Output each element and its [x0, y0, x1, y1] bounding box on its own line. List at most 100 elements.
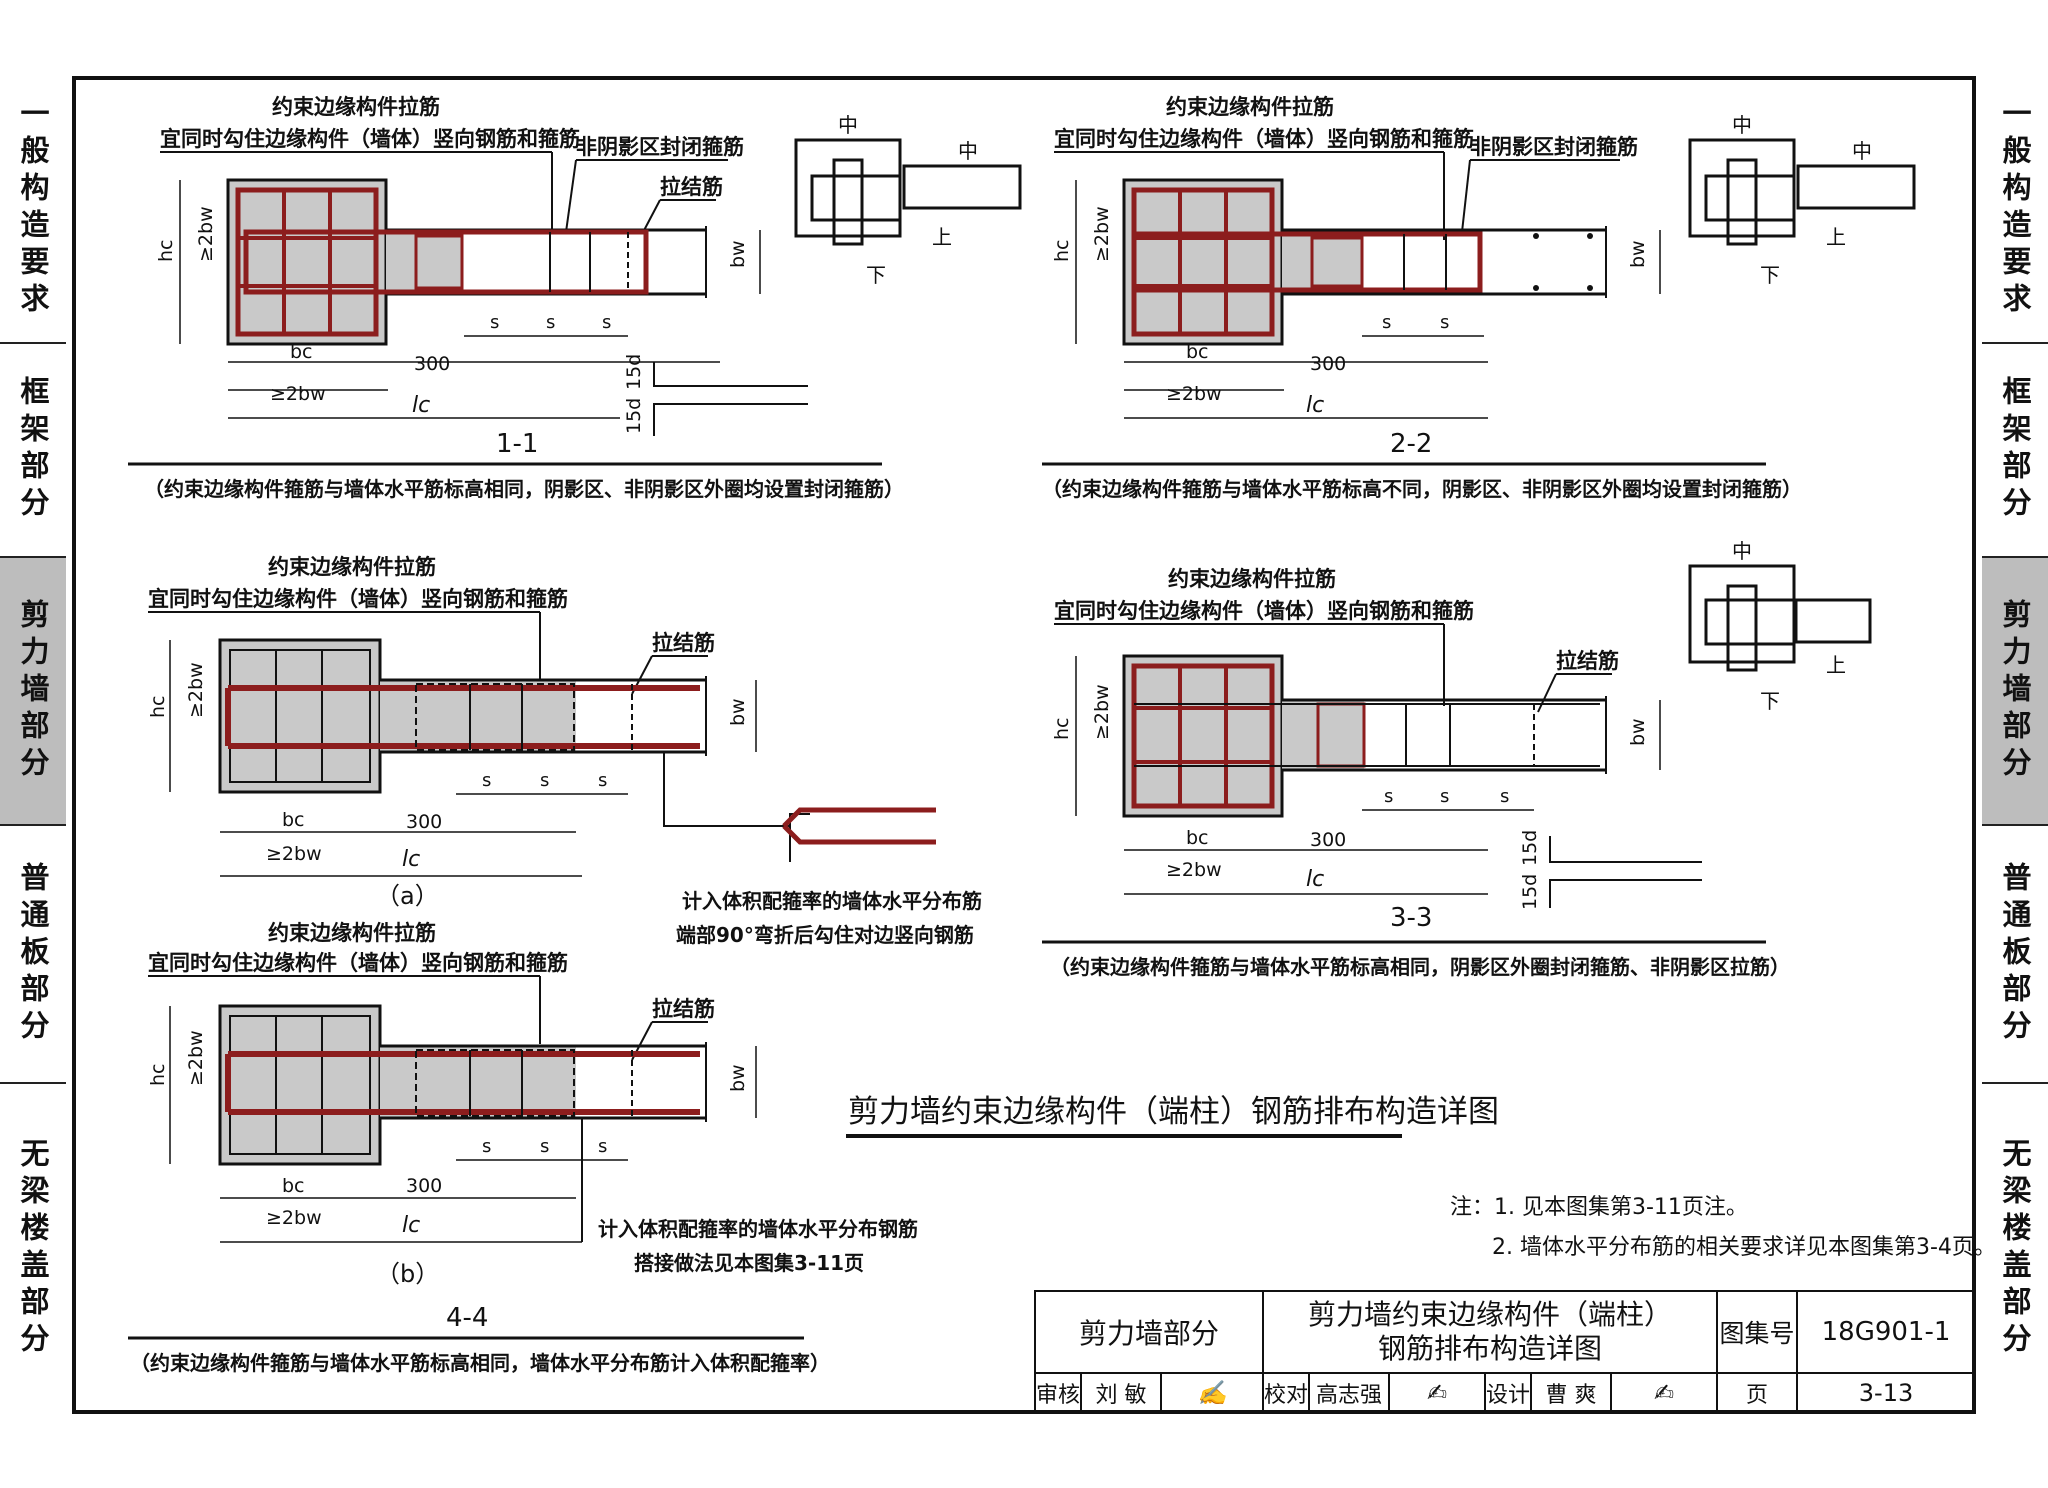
- label-zhong: 中: [958, 139, 978, 163]
- sub-label-a: （a）: [376, 882, 439, 910]
- dim-s: s: [1440, 786, 1449, 807]
- dim-bc: bc: [282, 809, 305, 831]
- tb-atlas-no: 18G901-1: [1796, 1290, 1976, 1374]
- dim-300: 300: [1310, 829, 1346, 851]
- tb-checker-signature: ✍: [1388, 1372, 1486, 1414]
- dim-15d: 15d: [623, 354, 645, 390]
- tab-label: 剪力墙部分: [1998, 598, 2032, 784]
- section-label: 3-3: [1390, 903, 1432, 933]
- right-tab-slab[interactable]: 普通板部分: [1982, 826, 2048, 1084]
- dim-bc: bc: [282, 1175, 305, 1197]
- label-shang: 上: [1826, 653, 1846, 677]
- tb-checker: 高志强: [1308, 1372, 1390, 1414]
- tb-reviewer-signature: ✍: [1160, 1372, 1264, 1414]
- dim-300: 300: [406, 1175, 442, 1197]
- inset-3d-3: [1688, 564, 1872, 672]
- tb-check-label: 校对: [1262, 1372, 1310, 1414]
- dim-s: s: [602, 312, 611, 333]
- tb-section-text: 剪力墙部分: [1078, 1317, 1219, 1350]
- dim-hc: hc: [155, 240, 177, 263]
- dim-2bw: ≥2bw: [195, 206, 217, 262]
- dim-bc: bc: [1186, 341, 1209, 363]
- left-tab-flatslab[interactable]: 无梁楼盖部分: [0, 1084, 66, 1414]
- label-zhong: 中: [1732, 539, 1752, 563]
- nonshadow-stirrup-label: 非阴影区封闭箍筋: [1470, 135, 1638, 159]
- label-xia: 下: [866, 263, 886, 287]
- note-b-line1: 计入体积配箍率的墙体水平分布钢筋: [598, 1217, 918, 1241]
- section-caption: （约束边缘构件箍筋与墙体水平筋标高相同，墙体水平分布筋计入体积配箍率）: [130, 1351, 830, 1375]
- dim-bw: bw: [1627, 240, 1649, 268]
- left-tab-frame[interactable]: 框架部分: [0, 344, 66, 558]
- tab-label: 普通板部分: [1998, 861, 2032, 1047]
- dim-2bw: ≥2bw: [1091, 684, 1113, 740]
- tb-drawing-title: 剪力墙约束边缘构件（端柱） 钢筋排布构造详图: [1262, 1290, 1718, 1374]
- dim-s: s: [1500, 786, 1509, 807]
- dim-hc: hc: [1051, 240, 1073, 263]
- right-tab-shearwall[interactable]: 剪力墙部分: [1982, 558, 2048, 826]
- dim-hc: hc: [1051, 718, 1073, 741]
- tb-reviewer: 刘 敏: [1080, 1372, 1162, 1414]
- dim-s: s: [540, 770, 549, 791]
- section-4-4-b: 约束边缘构件拉筋 宜同时勾住边缘构件（墙体）竖向钢筋和箍筋 拉结筋 hc ≥2b…: [128, 921, 918, 1375]
- dim-2bw-bottom: ≥2bw: [1166, 859, 1222, 881]
- right-tab-flatslab[interactable]: 无梁楼盖部分: [1982, 1084, 2048, 1414]
- dim-lc: lc: [402, 1213, 420, 1238]
- tie-subtitle: 宜同时勾住边缘构件（墙体）竖向钢筋和箍筋: [148, 951, 568, 975]
- inset-3d-2: [1688, 138, 1916, 246]
- note-a-line1: 计入体积配箍率的墙体水平分布筋: [682, 889, 982, 913]
- check-label-text: 校对: [1264, 1383, 1309, 1408]
- tb-designer-signature: ✍: [1610, 1372, 1718, 1414]
- dim-15d: 15d: [1519, 874, 1541, 910]
- left-tab-slab[interactable]: 普通板部分: [0, 826, 66, 1084]
- tab-label: 框架部分: [1998, 376, 2032, 524]
- dim-300: 300: [414, 353, 450, 375]
- inset-3d-1: [794, 138, 1022, 246]
- right-tab-general[interactable]: 一般构造要求: [1982, 76, 2048, 344]
- reviewer-text: 刘 敏: [1095, 1383, 1147, 1408]
- dim-bw: bw: [727, 240, 749, 268]
- dim-bc: bc: [290, 341, 313, 363]
- checker-text: 高志强: [1315, 1383, 1382, 1408]
- left-tab-shearwall[interactable]: 剪力墙部分: [0, 558, 66, 826]
- label-zhong: 中: [838, 113, 858, 137]
- dim-bc: bc: [1186, 827, 1209, 849]
- dim-15d: 15d: [1519, 830, 1541, 866]
- note-line-1: 注：1. 见本图集第3-11页注。: [1450, 1195, 1748, 1220]
- review-label-text: 审核: [1036, 1383, 1081, 1408]
- tie-subtitle: 宜同时勾住边缘构件（墙体）竖向钢筋和箍筋: [1054, 599, 1474, 623]
- note-line-2: 2. 墙体水平分布筋的相关要求详见本图集第3-4页。: [1492, 1235, 1996, 1260]
- note-b-line2: 搭接做法见本图集3-11页: [634, 1251, 864, 1275]
- sub-label-b: （b）: [376, 1260, 439, 1288]
- tb-page-no: 3-13: [1796, 1372, 1976, 1414]
- dim-s: s: [482, 770, 491, 791]
- left-tab-general[interactable]: 一般构造要求: [0, 76, 66, 344]
- label-xia: 下: [1760, 263, 1780, 287]
- tie-title: 约束边缘构件拉筋: [1166, 95, 1334, 119]
- dim-s: s: [598, 770, 607, 791]
- dim-s: s: [482, 1136, 491, 1157]
- dim-s: s: [1384, 786, 1393, 807]
- section-3-3: 约束边缘构件拉筋 宜同时勾住边缘构件（墙体）竖向钢筋和箍筋 拉结筋 hc ≥2b…: [1042, 539, 1872, 979]
- section-caption: （约束边缘构件箍筋与墙体水平筋标高相同，阴影区、非阴影区外圈均设置封闭箍筋）: [144, 477, 904, 501]
- tb-title-2: 钢筋排布构造详图: [1377, 1332, 1602, 1365]
- tie-title: 约束边缘构件拉筋: [268, 921, 436, 945]
- tie-subtitle: 宜同时勾住边缘构件（墙体）竖向钢筋和箍筋: [1054, 127, 1474, 151]
- tie-title: 约束边缘构件拉筋: [272, 95, 440, 119]
- tie-subtitle: 宜同时勾住边缘构件（墙体）竖向钢筋和箍筋: [148, 587, 568, 611]
- dim-bw: bw: [1627, 718, 1649, 746]
- dim-lc: lc: [402, 847, 420, 872]
- dim-s: s: [1382, 312, 1391, 333]
- tab-label: 普通板部分: [16, 861, 50, 1047]
- section-4-4-a: 约束边缘构件拉筋 宜同时勾住边缘构件（墙体）竖向钢筋和箍筋 拉结筋 hc ≥2b…: [147, 555, 982, 947]
- right-tab-frame[interactable]: 框架部分: [1982, 344, 2048, 558]
- tie-bar-label: 拉结筋: [1556, 649, 1619, 673]
- label-xia: 下: [1760, 689, 1780, 713]
- dim-lc: lc: [1306, 867, 1324, 892]
- tb-review-label: 审核: [1034, 1372, 1082, 1414]
- dim-hc: hc: [147, 1064, 169, 1087]
- dim-s: s: [540, 1136, 549, 1157]
- dim-bw: bw: [727, 698, 749, 726]
- dim-300: 300: [406, 811, 442, 833]
- designer-text: 曹 爽: [1545, 1383, 1597, 1408]
